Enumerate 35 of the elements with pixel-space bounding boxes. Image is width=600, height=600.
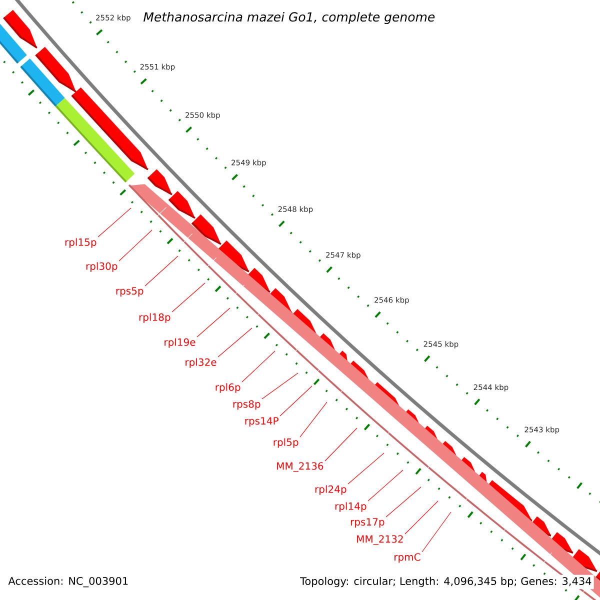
gene-label: rpl30p (86, 262, 118, 272)
leader-line (280, 386, 312, 416)
gene-label: rpmC (394, 553, 420, 563)
title: Methanosarcina mazei Go1, complete genome (144, 12, 435, 24)
leader-line (422, 512, 452, 552)
gene-label: rpl5p (274, 438, 298, 448)
accession-text: Accession: NC_003901 (8, 576, 128, 588)
gene-label: rpl6p (216, 383, 240, 393)
gene-label: MM_2132 (357, 535, 403, 545)
gene-label: MM_2136 (277, 462, 324, 472)
topology-text: Topology: circular; Length: 4,096,345 bp; Genes: 3,434 (298, 574, 594, 590)
leader-line (262, 372, 298, 400)
leader-line (172, 282, 206, 312)
leader-line (242, 350, 276, 382)
leader-line (98, 208, 132, 238)
leader-line (386, 486, 422, 518)
leader-line (218, 328, 252, 358)
leader-line (118, 230, 152, 262)
leader-line (300, 402, 328, 438)
gene-label: rpl19e (164, 338, 196, 348)
gene-label: rpl18p (139, 313, 170, 323)
leader-line (368, 470, 404, 502)
leader-line (196, 308, 230, 338)
leader-line (404, 500, 438, 534)
gene-label: rpl32e (186, 358, 216, 368)
gene-label: rpl24p (315, 485, 346, 495)
gene-label: rps8p (233, 400, 260, 410)
leader-line (324, 428, 358, 462)
gene-label: rpl14p (335, 502, 366, 512)
gene-label: rpl15p (65, 238, 96, 248)
leader-line (144, 256, 178, 286)
leader-line (348, 452, 384, 484)
gene-label: rps14P (245, 417, 278, 427)
gene-label: rps5p (116, 287, 144, 297)
gene-label: rps17p (350, 518, 384, 528)
